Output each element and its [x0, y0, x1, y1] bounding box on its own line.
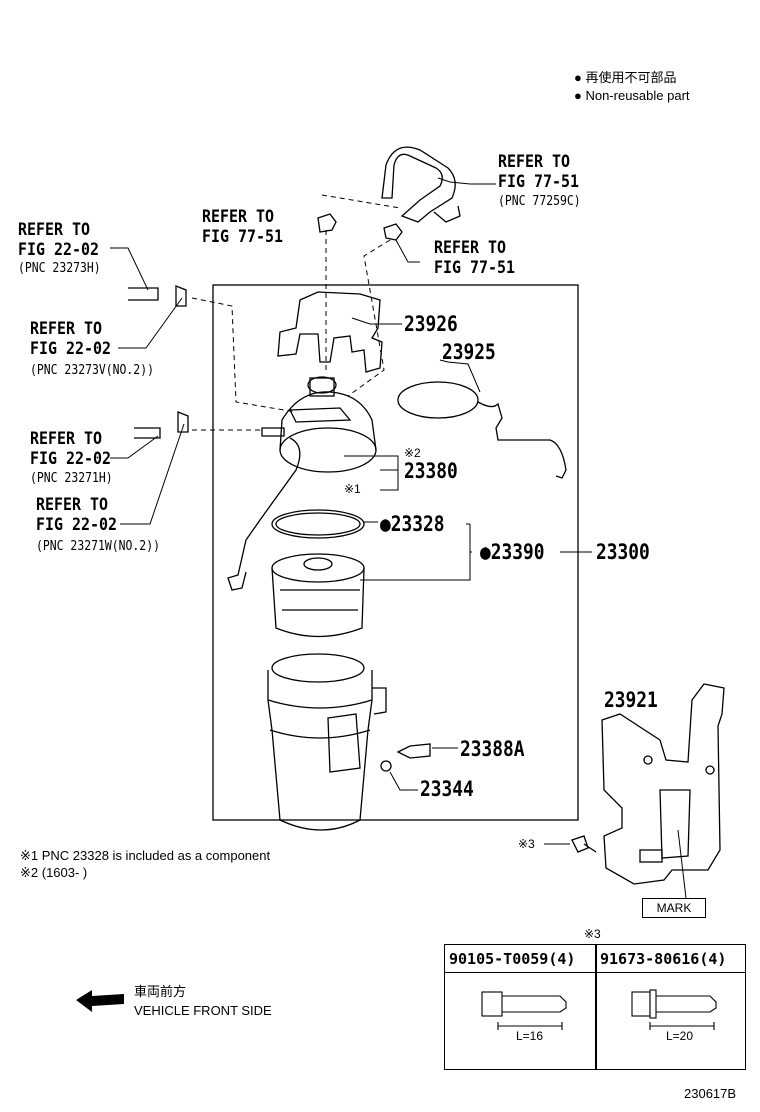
mark-1: ※1 [344, 482, 361, 496]
filter-23390 [271, 567, 365, 638]
part-23344[interactable]: 23344 [420, 777, 474, 801]
ref5-refer: REFER TO [30, 319, 103, 339]
part-23388A[interactable]: 23388A [460, 737, 525, 761]
part-23328[interactable]: ●23328 [380, 512, 445, 536]
bolt-col1-header[interactable]: 90105-T0059(4) [445, 945, 596, 973]
clip-part [317, 213, 337, 233]
bracket-23921 [601, 683, 725, 885]
ref4-pnc: (PNC 23273H) [18, 261, 101, 276]
bowl-top [271, 653, 365, 683]
direction-en: VEHICLE FRONT SIDE [134, 1003, 272, 1018]
front-arrow-icon [76, 990, 124, 1012]
direction-jp: 車両前方 [134, 984, 187, 999]
ref7-fig[interactable]: FIG 22-02 [36, 515, 118, 535]
ref4-refer: REFER TO [18, 220, 91, 240]
ref3-refer: REFER TO [434, 238, 507, 258]
part-23380[interactable]: 23380 [404, 459, 458, 483]
legend-jp: ● 再使用不可部品 [574, 70, 677, 85]
ref5-pnc: (PNC 23273V(NO.2)) [30, 363, 154, 378]
diagram-id: 230617B [684, 1086, 737, 1101]
ref5-fig[interactable]: FIG 22-02 [30, 339, 112, 359]
sensor-ring [397, 381, 479, 419]
ref7-refer: REFER TO [36, 495, 109, 515]
part-23390[interactable]: ●23390 [480, 540, 545, 564]
ref1-pnc: (PNC 77259C) [498, 194, 581, 209]
part-23926[interactable]: 23926 [404, 312, 458, 336]
bolt-table: 90105-T0059(4) 91673-80616(4) [444, 944, 746, 1070]
ref4-fig[interactable]: FIG 22-02 [18, 240, 100, 260]
legend-en: ● Non-reusable part [574, 88, 690, 103]
mark-label: MARK [642, 898, 706, 918]
hose-part [381, 146, 456, 223]
mark-3-table: ※3 [584, 927, 601, 941]
bracket-23926 [277, 291, 383, 373]
footnote-2: ※2 (1603- ) [20, 865, 88, 880]
mark-3-bolt: ※3 [518, 837, 535, 851]
ref2-fig[interactable]: FIG 77-51 [202, 227, 284, 247]
ref1-fig[interactable]: FIG 77-51 [498, 172, 580, 192]
ref6-refer: REFER TO [30, 429, 103, 449]
footnote-1: ※1 PNC 23328 is included as a component [20, 848, 271, 863]
bolt2-length: L=20 [666, 1029, 694, 1043]
bolt1-length: L=16 [516, 1029, 544, 1043]
part-23925[interactable]: 23925 [442, 340, 496, 364]
filter-head [279, 427, 377, 473]
drain-plug [396, 743, 431, 759]
gasket-23328 [271, 509, 365, 539]
part-23921[interactable]: 23921 [604, 688, 658, 712]
ref6-fig[interactable]: FIG 22-02 [30, 449, 112, 469]
ref1-refer: REFER TO [498, 152, 571, 172]
ref7-pnc: (PNC 23271W(NO.2)) [36, 539, 160, 554]
bolt-90105 [481, 991, 503, 1017]
table-divider [595, 945, 597, 1069]
part-23300[interactable]: 23300 [596, 540, 650, 564]
ref3-fig[interactable]: FIG 77-51 [434, 258, 516, 278]
mark-2: ※2 [404, 446, 421, 460]
ref2-refer: REFER TO [202, 207, 275, 227]
bolt-col2-header[interactable]: 91673-80616(4) [596, 945, 745, 973]
ref6-pnc: (PNC 23271H) [30, 471, 113, 486]
